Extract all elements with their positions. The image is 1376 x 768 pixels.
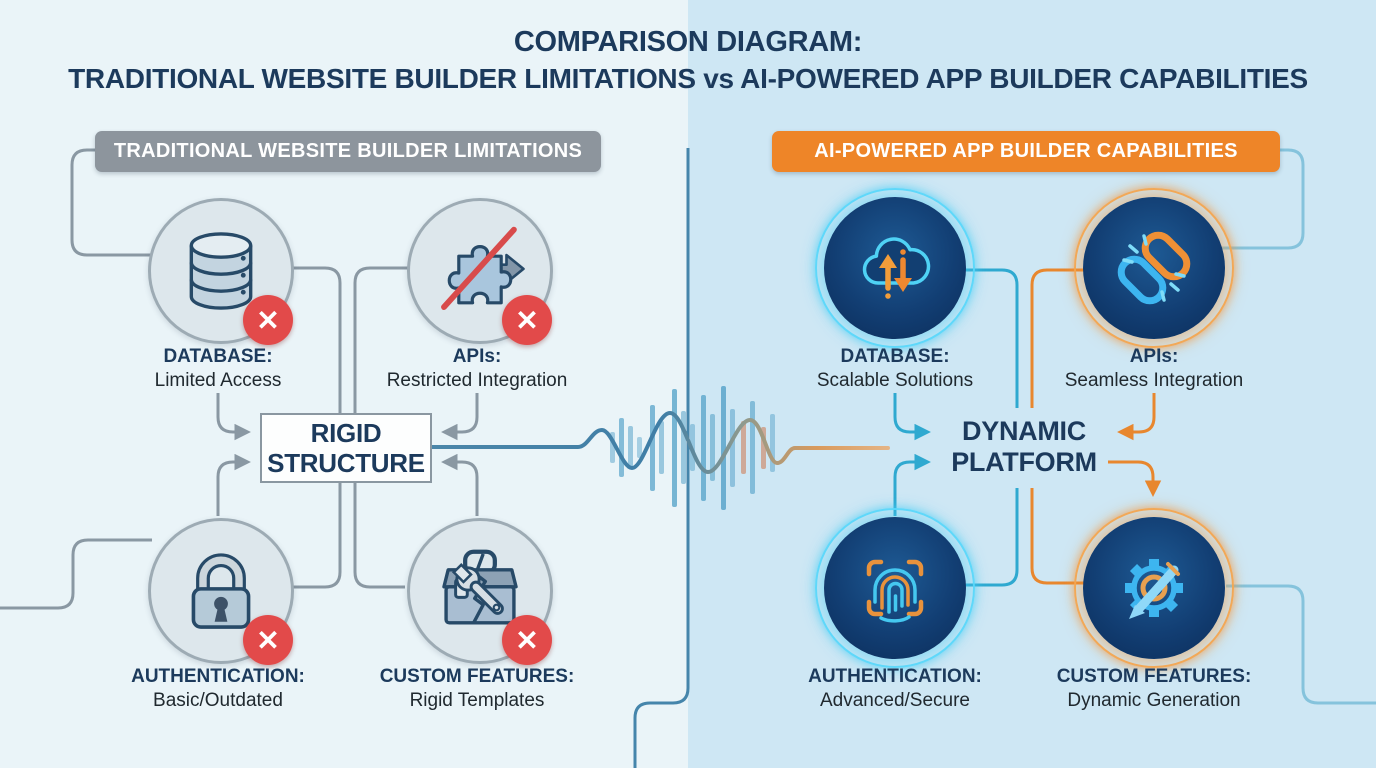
left-arrows xyxy=(216,393,479,516)
item-subtitle: Restricted Integration xyxy=(386,370,568,391)
database-scalable-circle xyxy=(815,188,975,348)
item-title: CUSTOM FEATURES: xyxy=(379,666,575,687)
diagram-title-line1: COMPARISON DIAGRAM: xyxy=(513,26,863,58)
item-subtitle: Advanced/Secure xyxy=(820,690,970,711)
item-title: APIs: xyxy=(452,346,502,367)
item-label-apis-left: APIs: Restricted Integration xyxy=(347,345,607,393)
wrench-glyph xyxy=(451,562,504,615)
blocked-puzzle-icon xyxy=(441,226,525,310)
database-limited-circle: ✕ xyxy=(148,198,294,345)
dynamic-platform-label: DYNAMIC PLATFORM xyxy=(888,416,1160,478)
panel-divider-line xyxy=(633,148,690,768)
dynamic-platform-line2: PLATFORM xyxy=(951,447,1097,477)
item-subtitle: Basic/Outdated xyxy=(153,690,283,711)
left-panel-background xyxy=(0,0,688,768)
rigid-structure-line2: STRUCTURE xyxy=(267,448,425,478)
item-title: DATABASE: xyxy=(163,346,273,367)
item-title: CUSTOM FEATURES: xyxy=(1056,666,1252,687)
item-subtitle: Limited Access xyxy=(154,370,282,391)
item-subtitle: Rigid Templates xyxy=(409,690,545,711)
item-subtitle: Scalable Solutions xyxy=(816,370,974,391)
item-label-custom-features-right: CUSTOM FEATURES: Dynamic Generation xyxy=(1024,665,1284,713)
apis-seamless-circle xyxy=(1074,188,1234,348)
item-title: AUTHENTICATION: xyxy=(808,666,982,687)
database-icon xyxy=(189,232,253,310)
error-x-badge: ✕ xyxy=(243,295,293,345)
item-subtitle: Seamless Integration xyxy=(1064,370,1244,391)
diagram-title-line2: TRADITIONAL WEBSITE BUILDER LIMITATIONS … xyxy=(68,63,1308,94)
item-label-custom-features-left: CUSTOM FEATURES: Rigid Templates xyxy=(347,665,607,713)
item-label-authentication-right: AUTHENTICATION: Advanced/Secure xyxy=(765,665,1025,713)
gear-pencil-icon xyxy=(1125,559,1183,619)
item-label-apis-right: APIs: Seamless Integration xyxy=(1024,345,1284,393)
custom-features-rigid-circle: ✕ xyxy=(407,518,553,665)
right-cyan-lines xyxy=(893,268,1019,587)
right-frame-lines xyxy=(1222,148,1376,705)
item-label-database-right: DATABASE: Scalable Solutions xyxy=(765,345,1025,393)
item-label-authentication-left: AUTHENTICATION: Basic/Outdated xyxy=(88,665,348,713)
error-x-badge: ✕ xyxy=(502,295,552,345)
chain-link-icon xyxy=(1117,231,1191,305)
right-orange-lines xyxy=(1030,268,1162,585)
gear-teeth xyxy=(1125,559,1183,617)
error-x-badge: ✕ xyxy=(502,615,552,665)
item-title: DATABASE: xyxy=(840,346,950,367)
dynamic-platform-line1: DYNAMIC xyxy=(962,416,1086,446)
error-x-badge: ✕ xyxy=(243,615,293,665)
authentication-basic-circle: ✕ xyxy=(148,518,294,665)
apis-restricted-circle: ✕ xyxy=(407,198,553,345)
rigid-structure-line1: RIGID xyxy=(310,418,382,448)
custom-features-dynamic-circle xyxy=(1074,508,1234,668)
fingerprint-scan-icon xyxy=(866,559,924,623)
broken-toolbox-icon xyxy=(442,549,518,625)
right-panel-header: AI-POWERED APP BUILDER CAPABILITIES xyxy=(772,131,1280,172)
transition-wave xyxy=(430,410,890,475)
authentication-advanced-circle xyxy=(815,508,975,668)
left-panel-header: TRADITIONAL WEBSITE BUILDER LIMITATIONS xyxy=(95,131,601,172)
item-label-database-left: DATABASE: Limited Access xyxy=(88,345,348,393)
item-subtitle: Dynamic Generation xyxy=(1067,690,1241,711)
sparkle-lines xyxy=(1122,234,1186,302)
rigid-structure-box: RIGID STRUCTURE xyxy=(260,413,432,483)
item-title: AUTHENTICATION: xyxy=(131,666,305,687)
padlock-icon xyxy=(191,553,251,629)
cloud-sync-icon xyxy=(862,237,931,299)
item-title: APIs: xyxy=(1129,346,1179,367)
scan-frame-brackets xyxy=(866,559,924,617)
